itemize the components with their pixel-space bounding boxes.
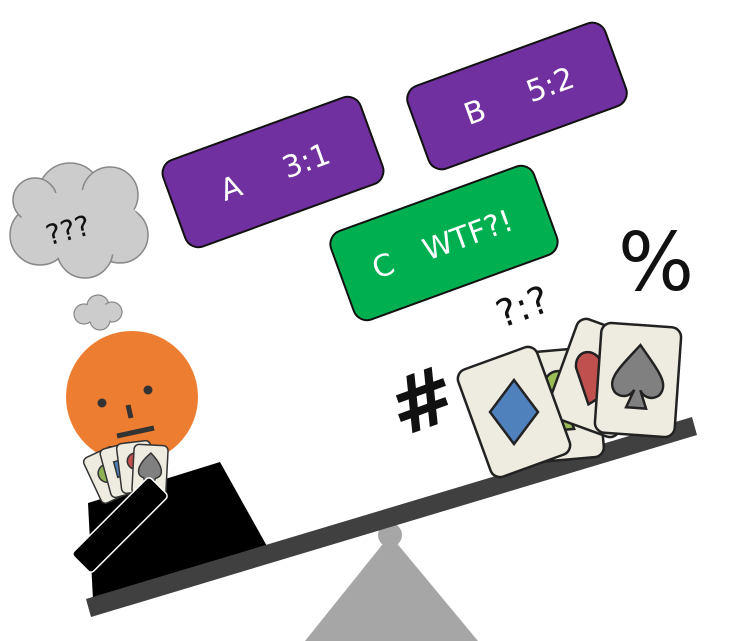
- seesaw-beam: [86, 417, 697, 617]
- hand-cards: [82, 439, 169, 504]
- mouth: [116, 425, 155, 439]
- hash-scribble: #: [377, 348, 469, 455]
- nose: [125, 404, 134, 419]
- thought-cloud: [9, 162, 149, 279]
- person-head: [66, 331, 198, 463]
- percent-scribble: %: [618, 216, 694, 309]
- option-b: B 5:2: [406, 21, 628, 171]
- option-c: C WTF?!: [329, 164, 559, 322]
- table-cards: [456, 317, 683, 479]
- card-spade: [593, 321, 683, 439]
- thought-bubble-small: [73, 294, 123, 331]
- card-diamond: [456, 345, 572, 479]
- eye-right: [143, 385, 153, 395]
- fulcrum: [305, 535, 478, 641]
- eye-left: [97, 398, 107, 408]
- option-a: A 3:1: [161, 95, 385, 249]
- person-arm: [72, 477, 168, 573]
- ratio-scribble: ?:?: [490, 277, 555, 337]
